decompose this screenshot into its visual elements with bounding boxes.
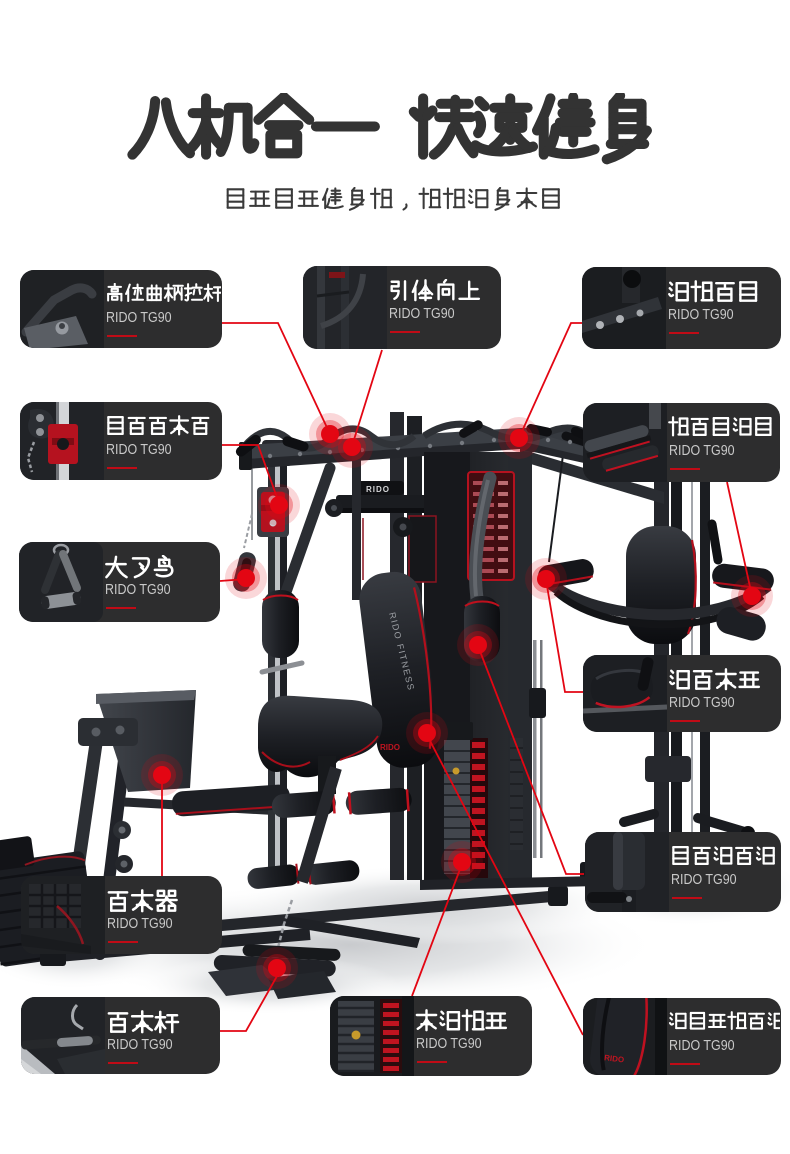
svg-text:RIDO: RIDO: [604, 1053, 625, 1064]
svg-text:RIDO: RIDO: [366, 485, 390, 494]
svg-text:RIDO: RIDO: [380, 743, 400, 752]
